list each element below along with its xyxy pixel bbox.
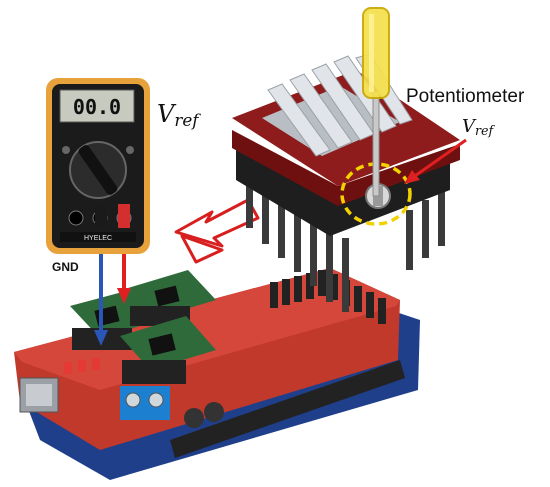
com-socket (68, 210, 84, 226)
gnd-label: GND (52, 260, 79, 274)
vref-pointer (411, 138, 467, 180)
driver-module (70, 290, 160, 350)
capacitor (184, 408, 204, 428)
arduino-cnc-shield (14, 268, 420, 480)
vref-label-meter: Vref (157, 100, 199, 130)
vref-label-pot: Vref (462, 116, 493, 138)
vref-label-sub: ref (475, 123, 494, 139)
driver-pins (246, 168, 445, 312)
driver-module (120, 316, 216, 384)
multimeter-lcd (59, 89, 135, 123)
multimeter-brand: HYELEC (84, 235, 112, 242)
terminal-block (120, 386, 170, 420)
driver-pcb (232, 130, 460, 206)
vref-label-v: V (157, 100, 175, 128)
screwdriver (362, 7, 390, 197)
jumpers (64, 358, 100, 374)
driver-closeup (232, 53, 460, 312)
vref-label-sub: ref (174, 110, 199, 131)
multimeter (46, 78, 150, 254)
multimeter-display-text: 00.0 (73, 95, 121, 119)
driver-module (128, 270, 216, 326)
vref-label-v: V (462, 116, 475, 137)
potentiometer-label: Potentiometer (406, 86, 525, 107)
